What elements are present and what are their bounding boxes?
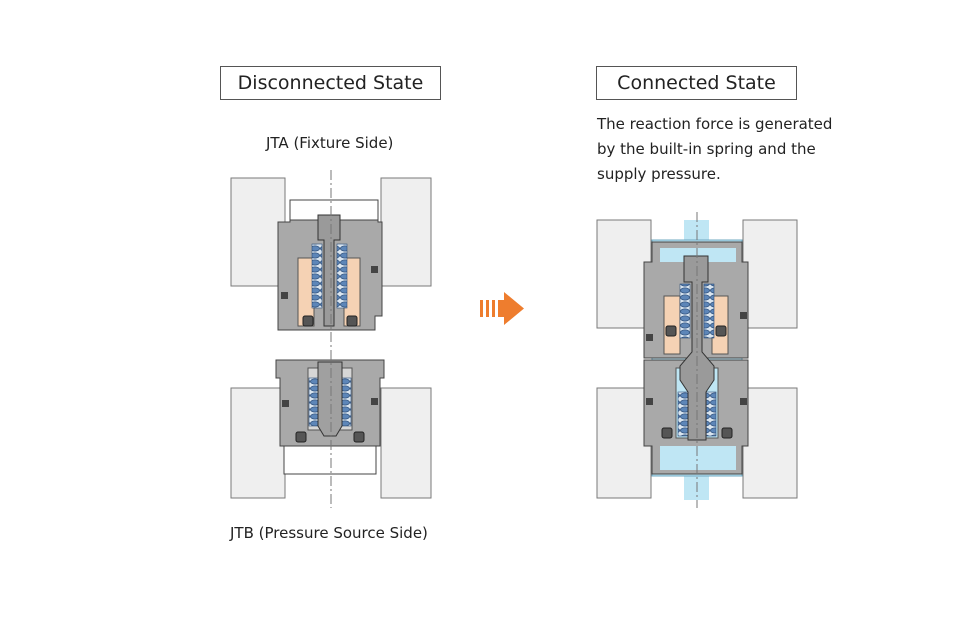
description-line-1: The reaction force is generated (597, 115, 833, 133)
connected-oring-2 (740, 312, 747, 319)
connected-oring-4 (740, 398, 747, 405)
connected-state-title: Connected State (596, 66, 797, 100)
connected-seal-2 (715, 325, 727, 337)
connected-seal-1 (665, 325, 677, 337)
jtb-seal-right (353, 431, 365, 443)
jta-spring-left (311, 243, 323, 309)
jta-label: JTA (Fixture Side) (266, 134, 394, 152)
jtb-label: JTB (Pressure Source Side) (230, 524, 428, 542)
connected-piston-left (663, 295, 681, 355)
arrow-right-icon (480, 292, 524, 325)
connected-seal-3 (661, 427, 673, 439)
connected-description: The reaction force is generated by the b… (597, 112, 832, 187)
description-line-2: by the built-in spring and the (597, 140, 816, 158)
jtb-inner-cavity (283, 445, 377, 475)
connected-upper-spring-right (703, 283, 715, 339)
connected-lower-spring-right (705, 391, 717, 437)
jta-seal-right (346, 315, 358, 327)
connected-plate-left-top (596, 219, 652, 329)
connected-plate-left-bottom (596, 387, 652, 499)
connected-upper-spring-left (679, 283, 691, 339)
jta-plate-left (230, 177, 286, 287)
jta-oring-left (281, 292, 288, 299)
connected-plate-right-top (742, 219, 798, 329)
connected-seal-4 (721, 427, 733, 439)
jtb-coupler (230, 359, 432, 499)
jtb-plate-left (230, 387, 286, 499)
connected-oring-3 (646, 398, 653, 405)
connected-plate-right-bottom (742, 387, 798, 499)
jta-seal-left (302, 315, 314, 327)
jta-oring-right (371, 266, 378, 273)
jtb-seal-left (295, 431, 307, 443)
jta-spring-right (336, 243, 348, 309)
connected-upper-cavity (660, 248, 736, 262)
jta-coupler (230, 177, 432, 331)
connected-lower-cavity (660, 446, 736, 470)
connected-lower-spring-left (677, 391, 689, 437)
connected-oring-1 (646, 334, 653, 341)
description-line-3: supply pressure. (597, 165, 721, 183)
jtb-plate-right (380, 387, 432, 499)
jtb-oring-left (282, 400, 289, 407)
connected-piston-right (711, 295, 729, 355)
jta-stem (317, 214, 341, 327)
jtb-oring-right (371, 398, 378, 405)
disconnected-state-title: Disconnected State (220, 66, 441, 100)
jta-plate-right (380, 177, 432, 287)
jtb-poppet (317, 361, 343, 437)
